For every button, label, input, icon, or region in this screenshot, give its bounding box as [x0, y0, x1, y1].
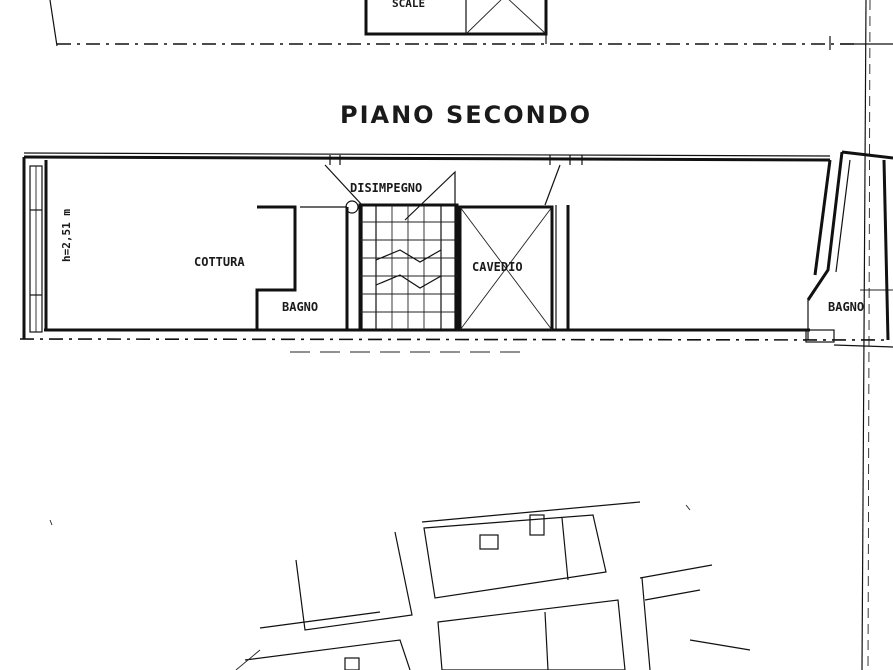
- top-wall-marks: [329, 155, 583, 165]
- stair-core: [324, 164, 561, 332]
- kitchen-bath-walls: [255, 205, 349, 330]
- room-label-cottura: COTTURA: [194, 255, 245, 269]
- right-reference-lines: [861, 0, 871, 670]
- site-plan-fragment: [49, 351, 751, 670]
- room-label-bagno-right: BAGNO: [828, 300, 864, 314]
- room-label-disimpegno: DISIMPEGNO: [350, 181, 422, 195]
- ceiling-height-note: h=2,51 m: [60, 209, 73, 262]
- cavedio-shaft: [458, 205, 570, 332]
- upper-scale-label: SCALE: [392, 0, 425, 10]
- room-label-cavedio: CAVEDIO: [472, 260, 523, 274]
- room-label-bagno-left: BAGNO: [282, 300, 318, 314]
- upper-plan-fragment: [49, 0, 893, 50]
- floor-title: PIANO SECONDO: [340, 101, 592, 129]
- apartment-outline: [19, 150, 893, 348]
